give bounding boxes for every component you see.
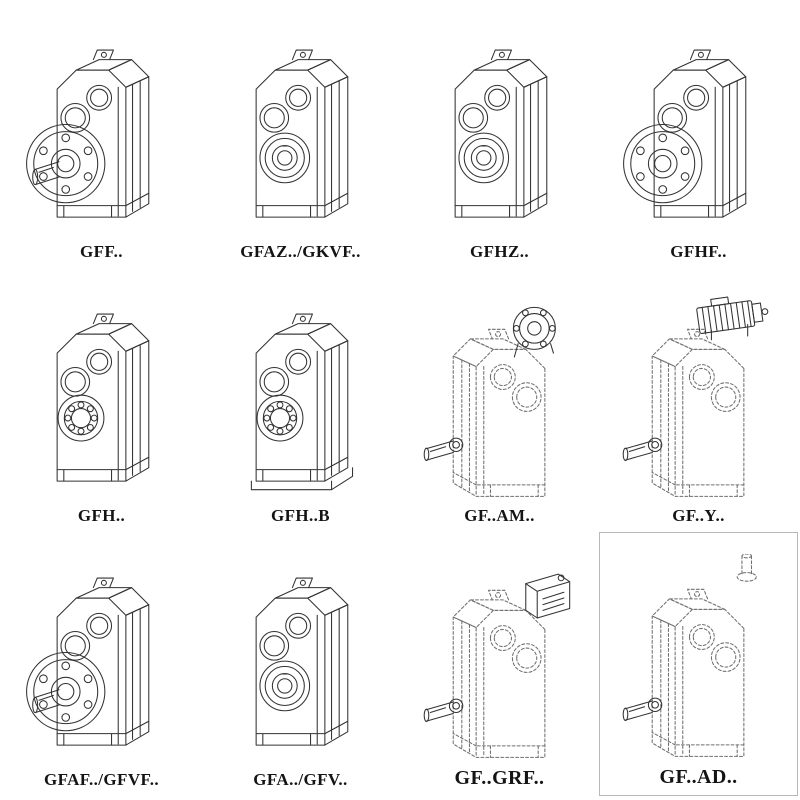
model-label: GF..GRF.. — [454, 767, 545, 789]
model-label: GFAZ../GKVF.. — [240, 242, 361, 261]
gearbox-drawing-icon — [209, 294, 393, 504]
model-label: GF..AM.. — [464, 506, 535, 525]
catalog-cell: GFA../GFV.. — [201, 532, 400, 796]
model-label: GF..AD.. — [659, 766, 738, 788]
model-label: GFF.. — [80, 242, 123, 261]
catalog-cell: GFH.. — [2, 268, 201, 532]
model-label: GFH.. — [77, 506, 126, 525]
model-label: GF..Y.. — [672, 506, 725, 525]
catalog-cell: GF..GRF.. — [400, 532, 599, 796]
catalog-cell: GFHF.. — [599, 4, 798, 268]
catalog-cell: GF..AD.. — [599, 532, 798, 796]
gearbox-drawing-icon — [209, 30, 393, 240]
model-label: GFH..B — [270, 506, 331, 525]
gearbox-drawing-icon — [408, 294, 592, 504]
catalog-cell: GFH..B — [201, 268, 400, 532]
catalog-cell: GF..AM.. — [400, 268, 599, 532]
gearbox-drawing-icon — [10, 294, 194, 504]
gearbox-drawing-icon — [607, 294, 791, 504]
model-label: GFHZ.. — [469, 242, 530, 261]
gearbox-drawing-icon — [607, 554, 791, 764]
catalog-cell: GFAF../GFVF.. — [2, 532, 201, 796]
catalog-cell: GFF.. — [2, 4, 201, 268]
gearbox-drawing-icon — [607, 30, 791, 240]
model-label: GFAF../GFVF.. — [43, 770, 160, 789]
model-label: GFA../GFV.. — [253, 770, 348, 789]
gearbox-drawing-icon — [209, 558, 393, 768]
gearbox-drawing-icon — [408, 555, 592, 765]
catalog-cell: GFHZ.. — [400, 4, 599, 268]
gearbox-drawing-icon — [10, 558, 194, 768]
catalog-cell: GF..Y.. — [599, 268, 798, 532]
catalog-cell: GFAZ../GKVF.. — [201, 4, 400, 268]
gearbox-drawing-icon — [408, 30, 592, 240]
gearbox-drawing-icon — [10, 30, 194, 240]
model-label: GFHF.. — [670, 242, 727, 261]
